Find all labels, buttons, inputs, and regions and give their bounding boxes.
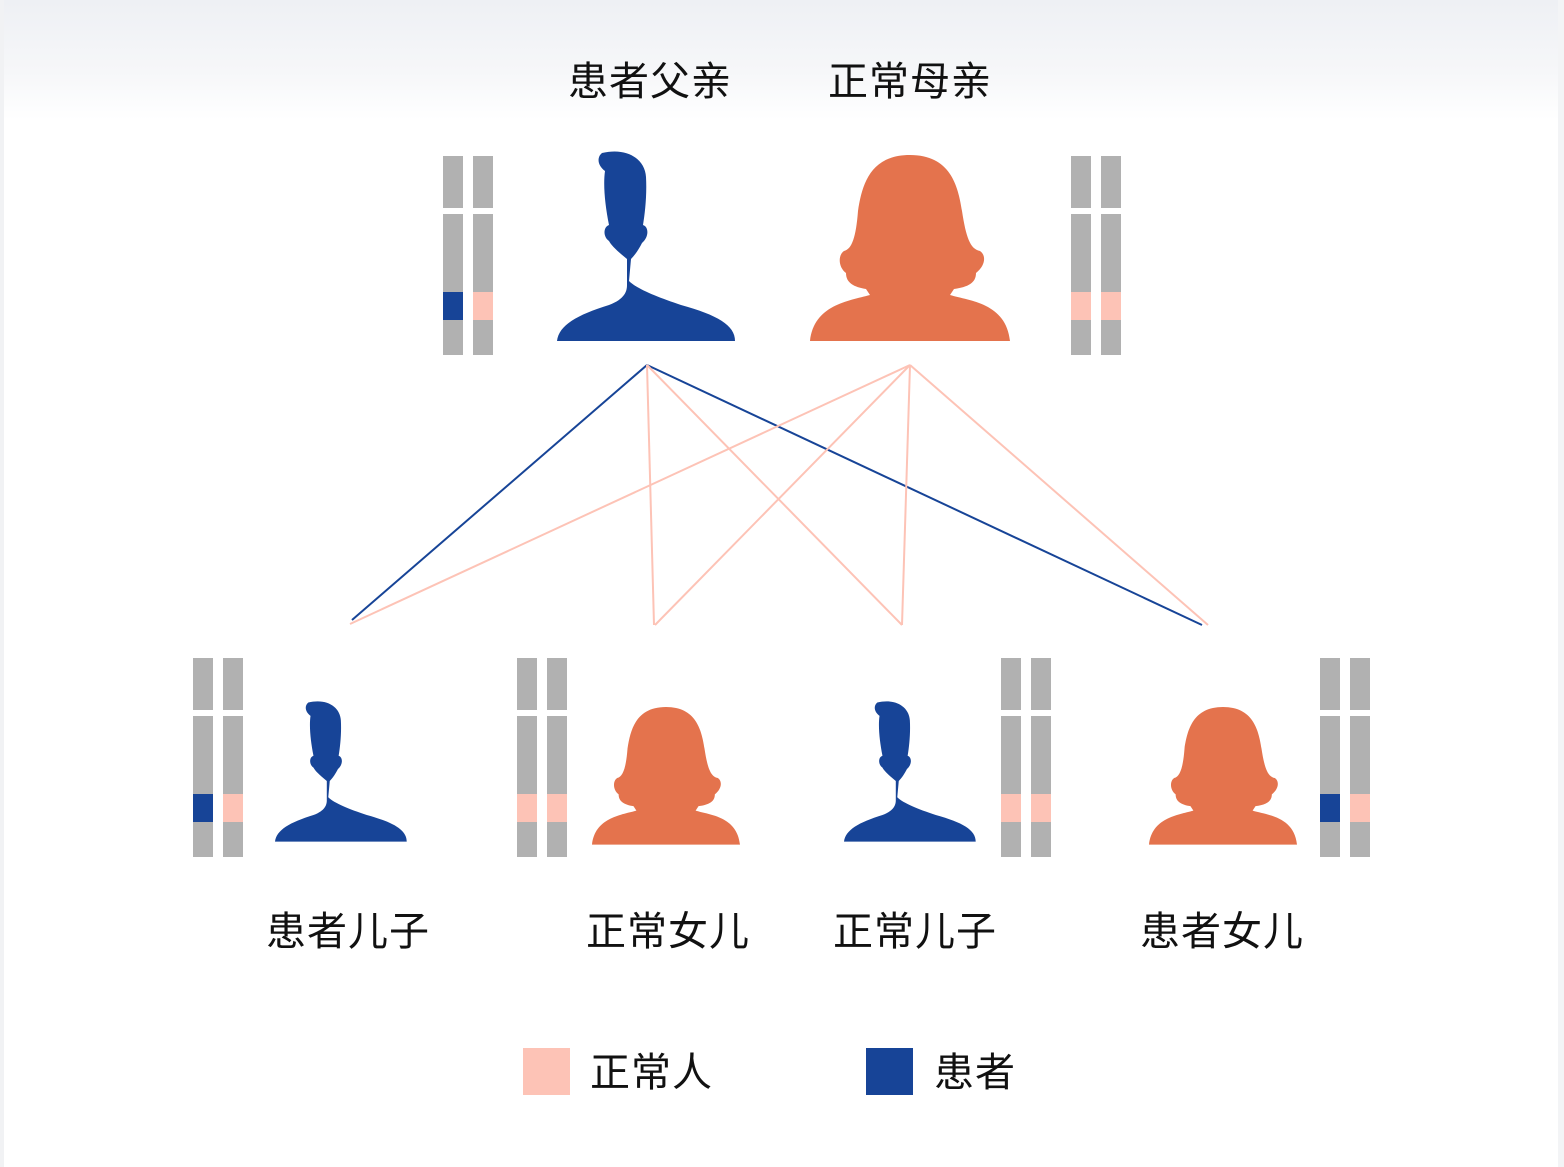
daughter-affected-icon	[1149, 707, 1297, 845]
chromosome-segment	[193, 658, 213, 710]
daughter-affected-label: 患者女儿	[1140, 909, 1304, 955]
chromosome-segment	[517, 716, 537, 794]
father-chromosomes	[443, 156, 493, 355]
chromosome-segment	[443, 320, 463, 355]
right-edge	[1558, 0, 1564, 1167]
chromosome-segment	[193, 822, 213, 857]
chromosome-segment	[1350, 658, 1370, 710]
mother-to-son-affected-line	[349, 364, 911, 625]
father-to-son-affected-line	[351, 364, 648, 621]
inheritance-lines	[349, 364, 1209, 626]
chromosome-segment	[547, 822, 567, 857]
father-figure	[557, 151, 735, 341]
chromosome-segment	[223, 658, 243, 710]
chromosome-segment	[1071, 320, 1091, 355]
legend-normal-swatch	[523, 1048, 570, 1095]
chromosome-segment	[473, 214, 493, 292]
daughter-normal-chromosomes	[517, 658, 567, 857]
father-label: 患者父亲	[568, 59, 732, 105]
son-normal-chromosomes	[1001, 658, 1051, 857]
left-edge	[0, 0, 4, 1167]
chromosome-segment	[443, 156, 463, 208]
chromosome-segment	[1071, 156, 1091, 208]
chromosome-marker-normal	[1101, 292, 1121, 320]
daughter-normal-figure	[592, 707, 740, 845]
legend-normal-label: 正常人	[590, 1050, 713, 1096]
chromosome-marker-affected	[193, 794, 213, 822]
chromosome-segment	[1071, 214, 1091, 292]
chromosome-segment	[223, 716, 243, 794]
chromosome-segment	[517, 822, 537, 857]
son-affected-label: 患者儿子	[266, 909, 430, 955]
son-normal-figure	[844, 701, 976, 842]
chromosome-marker-affected	[443, 292, 463, 320]
chromosome-segment	[547, 658, 567, 710]
mother-figure	[810, 155, 1010, 341]
mother-chromosomes	[1071, 156, 1121, 355]
chromosome-segment	[1101, 214, 1121, 292]
chromosome-segment	[1031, 658, 1051, 710]
father-to-son-normal-line	[646, 364, 903, 626]
chromosome-segment	[1001, 822, 1021, 857]
mother-icon	[810, 155, 1010, 341]
father-to-daughter-normal-line	[646, 364, 655, 626]
chromosome-segment	[223, 822, 243, 857]
chromosome-segment	[1320, 716, 1340, 794]
chromosome-segment	[473, 156, 493, 208]
chromosome-marker-normal	[1001, 794, 1021, 822]
chromosome-segment	[473, 320, 493, 355]
son-affected-figure	[275, 701, 407, 842]
chromosome-segment	[1001, 716, 1021, 794]
chromosome-marker-normal	[1350, 794, 1370, 822]
chromosome-marker-normal	[223, 794, 243, 822]
son-normal-label: 正常儿子	[833, 909, 997, 955]
header-background	[0, 0, 1564, 120]
chromosome-marker-normal	[1071, 292, 1091, 320]
chromosome-marker-normal	[517, 794, 537, 822]
son-normal-icon	[844, 701, 976, 842]
daughter-normal-icon	[592, 707, 740, 845]
mother-to-son-normal-line	[901, 364, 911, 626]
chromosome-segment	[547, 716, 567, 794]
chromosome-marker-normal	[473, 292, 493, 320]
chromosome-segment	[1101, 320, 1121, 355]
chromosome-marker-affected	[1320, 794, 1340, 822]
son-affected-icon	[275, 701, 407, 842]
father-icon	[557, 151, 735, 341]
chromosome-segment	[1001, 658, 1021, 710]
mother-label: 正常母亲	[828, 59, 992, 105]
legend-affected-label: 患者	[934, 1050, 1016, 1096]
chromosome-segment	[1350, 822, 1370, 857]
chromosome-segment	[193, 716, 213, 794]
chromosome-segment	[1031, 822, 1051, 857]
father-to-daughter-affected-line	[646, 364, 1203, 626]
mother-to-daughter-affected-line	[909, 364, 1209, 626]
chromosome-segment	[1031, 716, 1051, 794]
chromosome-segment	[517, 658, 537, 710]
chromosome-segment	[1350, 716, 1370, 794]
daughter-normal-label: 正常女儿	[586, 909, 750, 955]
chromosome-marker-normal	[1031, 794, 1051, 822]
chromosome-segment	[1320, 658, 1340, 710]
legend-affected-swatch	[866, 1048, 913, 1095]
chromosome-segment	[1320, 822, 1340, 857]
chromosome-segment	[1101, 156, 1121, 208]
son-affected-chromosomes	[193, 658, 243, 857]
daughter-affected-figure	[1149, 707, 1297, 845]
daughter-affected-chromosomes	[1320, 658, 1370, 857]
chromosome-marker-normal	[547, 794, 567, 822]
mother-to-daughter-normal-line	[654, 364, 911, 626]
chromosome-segment	[443, 214, 463, 292]
